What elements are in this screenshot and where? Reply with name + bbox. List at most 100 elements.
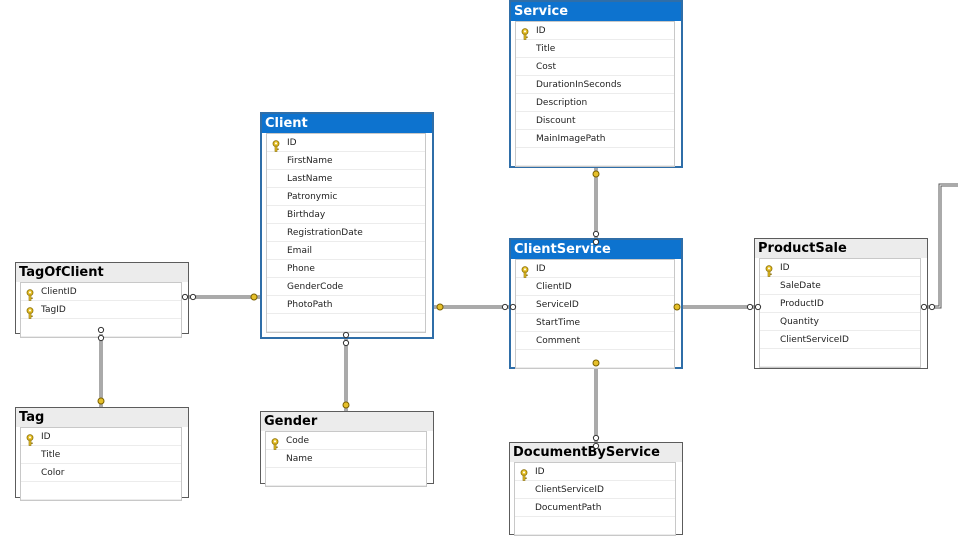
column-row[interactable]: Patronymic (267, 188, 425, 206)
empty-column-row[interactable] (21, 482, 181, 500)
primary-key-icon (520, 263, 530, 278)
column-row[interactable]: GenderCode (267, 278, 425, 296)
column-row[interactable]: ProductID (760, 295, 920, 313)
table-title[interactable]: Tag (16, 408, 188, 427)
column-name: DurationInSeconds (536, 80, 622, 90)
empty-column-row[interactable] (515, 517, 675, 535)
column-row[interactable]: DurationInSeconds (516, 76, 674, 94)
column-row[interactable]: TagID (21, 301, 181, 319)
column-row[interactable]: ID (267, 134, 425, 152)
column-row[interactable]: ClientID (516, 278, 674, 296)
empty-column-row[interactable] (266, 468, 426, 486)
empty-column-row[interactable] (267, 314, 425, 332)
primary-key-icon (519, 466, 529, 481)
column-name: Cost (536, 62, 557, 72)
column-name: ID (287, 138, 297, 148)
column-row[interactable]: ServiceID (516, 296, 674, 314)
empty-column-row[interactable] (21, 319, 181, 337)
column-name: LastName (287, 174, 333, 184)
relationship-line[interactable] (673, 303, 762, 311)
relationship-line[interactable] (97, 326, 105, 407)
column-row[interactable]: Cost (516, 58, 674, 76)
column-row[interactable]: Name (266, 450, 426, 468)
empty-column-row[interactable] (516, 350, 674, 368)
table-title[interactable]: DocumentByService (510, 443, 682, 462)
relationship-line[interactable] (592, 168, 600, 246)
column-row[interactable]: StartTime (516, 314, 674, 332)
column-row[interactable]: LastName (267, 170, 425, 188)
key-end-icon (436, 303, 444, 311)
column-name: StartTime (536, 318, 581, 328)
relationship-line[interactable] (434, 303, 517, 311)
column-row[interactable]: RegistrationDate (267, 224, 425, 242)
column-name: Name (286, 454, 313, 464)
column-row[interactable]: ClientServiceID (760, 331, 920, 349)
table-title[interactable]: Client (262, 114, 432, 133)
column-row[interactable]: DocumentPath (515, 499, 675, 517)
column-row[interactable]: ClientID (21, 283, 181, 301)
primary-key-icon (270, 435, 280, 450)
primary-key-icon (25, 286, 35, 301)
table-tagofclient[interactable]: TagOfClient ClientID TagID (15, 262, 189, 338)
key-end-icon (592, 170, 600, 178)
column-row[interactable]: ID (516, 22, 674, 40)
column-row[interactable]: Email (267, 242, 425, 260)
column-name: PhotoPath (287, 300, 333, 310)
column-row[interactable]: ID (516, 260, 674, 278)
column-name: ID (41, 432, 51, 442)
column-name: Email (287, 246, 312, 256)
table-title[interactable]: TagOfClient (16, 263, 188, 282)
column-name: ClientServiceID (780, 335, 849, 345)
column-name: ClientServiceID (535, 485, 604, 495)
column-name: ID (535, 467, 545, 477)
column-row[interactable]: ID (515, 463, 675, 481)
column-row[interactable]: Quantity (760, 313, 920, 331)
column-name: Title (41, 450, 61, 460)
column-row[interactable]: Birthday (267, 206, 425, 224)
table-clientservice[interactable]: ClientService ID ClientID ServiceID StartTi… (509, 238, 683, 369)
column-name: Discount (536, 116, 576, 126)
column-name: Color (41, 468, 65, 478)
column-row[interactable]: Color (21, 464, 181, 482)
relationship-line[interactable] (342, 331, 350, 411)
primary-key-icon (520, 25, 530, 40)
empty-column-row[interactable] (760, 349, 920, 367)
column-row[interactable]: ID (21, 428, 181, 446)
column-row[interactable]: ID (760, 259, 920, 277)
table-documentbyservice[interactable]: DocumentByService ID ClientServiceID Docum… (509, 442, 683, 536)
key-end-icon (97, 397, 105, 405)
table-title[interactable]: Service (511, 2, 681, 21)
column-name: SaleDate (780, 281, 821, 291)
column-row[interactable]: PhotoPath (267, 296, 425, 314)
column-row[interactable]: Description (516, 94, 674, 112)
table-title[interactable]: Gender (261, 412, 433, 431)
column-name: ServiceID (536, 300, 579, 310)
column-row[interactable]: MainImagePath (516, 130, 674, 148)
table-title[interactable]: ClientService (511, 240, 681, 259)
empty-column-row[interactable] (516, 148, 674, 166)
column-row[interactable]: Title (21, 446, 181, 464)
relationship-line[interactable] (592, 359, 600, 450)
column-row[interactable]: Discount (516, 112, 674, 130)
column-row[interactable]: Title (516, 40, 674, 58)
column-row[interactable]: FirstName (267, 152, 425, 170)
primary-key-icon (25, 304, 35, 319)
column-name: TagID (41, 305, 66, 315)
column-row[interactable]: Phone (267, 260, 425, 278)
column-row[interactable]: ClientServiceID (515, 481, 675, 499)
primary-key-icon (764, 262, 774, 277)
column-name: ID (536, 264, 546, 274)
column-row[interactable]: Comment (516, 332, 674, 350)
column-name: Phone (287, 264, 315, 274)
column-row[interactable]: Code (266, 432, 426, 450)
relationship-line[interactable] (181, 293, 260, 301)
table-title[interactable]: ProductSale (755, 239, 927, 258)
column-row[interactable]: SaleDate (760, 277, 920, 295)
column-name: Quantity (780, 317, 819, 327)
